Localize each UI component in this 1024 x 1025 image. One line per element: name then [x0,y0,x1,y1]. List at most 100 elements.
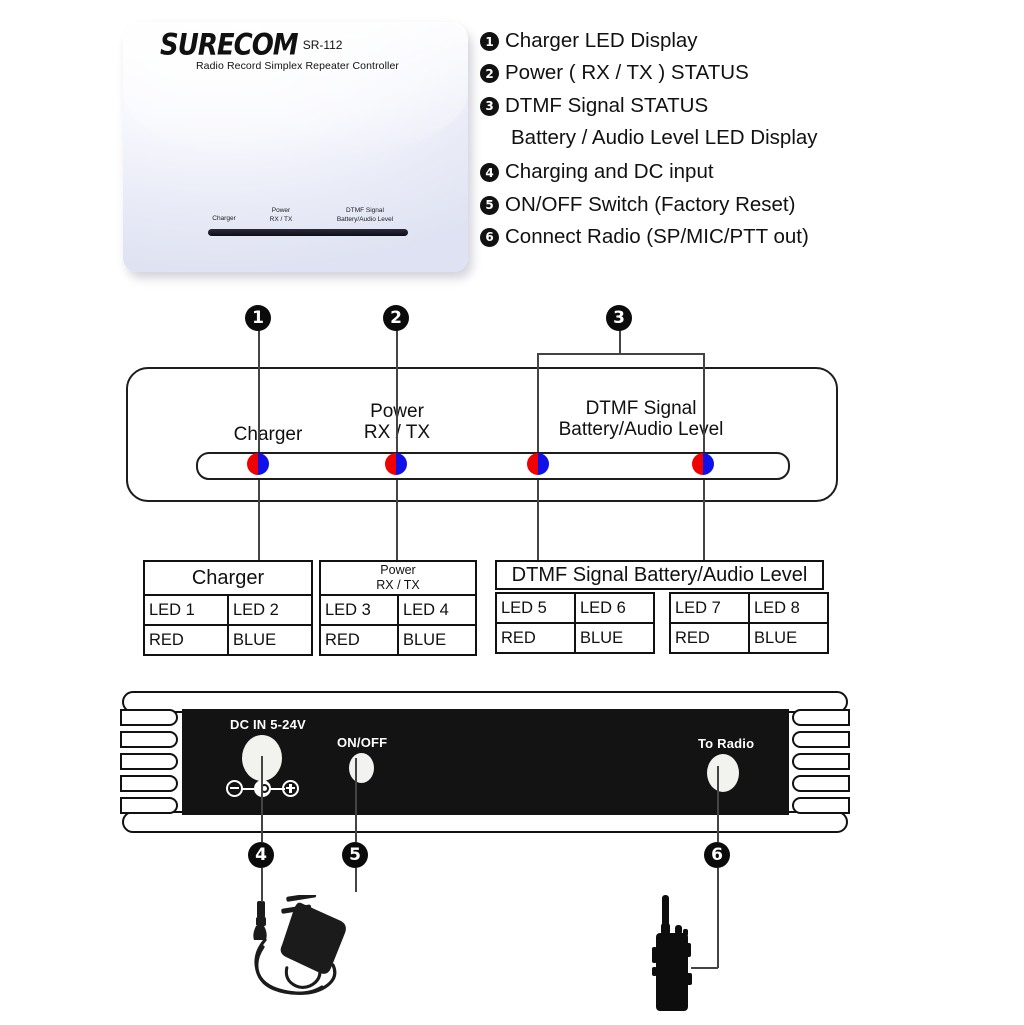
leader-line-6-radio [691,967,718,969]
legend-item-5: 5 ON/OFF Switch (Factory Reset) [480,190,900,220]
charger-table-header: Charger [143,560,313,596]
power-color-3-cell: RED [319,624,399,656]
table-row: LED 1 LED 2 [143,594,313,626]
fin-right-3 [792,753,850,770]
callout-marker-5: 5 [342,842,368,868]
callout-marker-6: 6 [704,842,730,868]
table-charger: Charger LED 1 LED 2 RED BLUE [143,560,313,656]
legend-item-2: 2 Power ( RX / TX ) STATUS [480,58,900,88]
legend-bullet-4-icon: 4 [480,163,499,183]
legend-text-3: DTMF Signal STATUS [505,93,709,117]
table-row: RED BLUE [669,622,829,654]
charger-color-2-cell: BLUE [227,624,313,656]
photo-label-power: Power RX / TX [256,207,306,225]
panel-label-dtmf: DTMF Signal Battery/Audio Level [527,398,755,441]
fin-left-4 [120,775,178,792]
handheld-radio-svg [652,895,692,1011]
legend-bullet-2-icon: 2 [480,64,499,84]
rear-panel-face [182,709,789,815]
leader-line-2 [396,328,398,560]
fin-left-3 [120,753,178,770]
heatsink-fins-left [120,709,186,815]
panel-label-dtmf-line2: Battery/Audio Level [558,419,724,441]
to-radio-label: To Radio [698,736,755,751]
dtmf-color-6-cell: BLUE [574,622,655,654]
fin-left-1 [120,709,178,726]
bracket-top-3 [537,353,704,355]
table-power: Power RX / TX LED 3 LED 4 RED BLUE [319,560,477,656]
model-number: SR-112 [302,38,343,52]
fin-right-5 [792,797,850,814]
charger-led-1-cell: LED 1 [143,594,229,626]
leader-line-5-upper [355,758,357,842]
photo-label-dtmf: DTMF Signal Battery/Audio Level [310,207,420,225]
panel-label-charger: Charger [233,424,303,445]
front-panel-led-2 [385,453,407,475]
callout-marker-4: 4 [248,842,274,868]
photo-led-bar [208,229,408,236]
table-row: RED BLUE [495,622,655,654]
dtmf-led-6-cell: LED 6 [574,592,655,624]
leader-line-4-upper [261,756,263,842]
led-strip [196,452,790,480]
legend-item-4: 4 Charging and DC input [480,157,900,187]
rear-panel: DC IN 5-24V ON/OFF To Radio [120,691,850,833]
table-row: Charger [143,560,313,596]
onoff-switch[interactable] [349,753,374,783]
table-dtmf-group-b: LED 7 LED 8 RED BLUE [669,592,829,654]
legend-item-6: 6 Connect Radio (SP/MIC/PTT out) [480,222,900,252]
table-dtmf-group-a: LED 5 LED 6 RED BLUE [495,592,655,654]
legend-item-3: 3 DTMF Signal STATUS [480,91,900,121]
panel-label-dtmf-line1: DTMF Signal [585,398,697,419]
dtmf-color-7-cell: RED [669,622,750,654]
power-adapter-svg [253,892,346,995]
table-row: Power RX / TX [319,560,477,596]
power-table-header-line2: RX / TX [376,578,420,592]
dtmf-led-7-cell: LED 7 [669,592,750,624]
fin-right-2 [792,731,850,748]
legend-text-5: ON/OFF Switch (Factory Reset) [505,192,796,216]
photo-label-power-line2: RX / TX [269,215,293,223]
photo-label-dtmf-line1: DTMF Signal [346,207,384,214]
dtmf-led-8-cell: LED 8 [748,592,829,624]
front-panel-led-3 [527,453,549,475]
leader-line-4-lower [261,868,263,902]
power-color-4-cell: BLUE [397,624,477,656]
leader-line-5-lower [355,868,357,892]
legend-bullet-1-icon: 1 [480,32,499,51]
legend-list: 1 Charger LED Display 2 Power ( RX / TX … [480,26,900,254]
fin-left-5 [120,797,178,814]
dtmf-table-header: DTMF Signal Battery/Audio Level [495,560,824,590]
legend-text-6: Connect Radio (SP/MIC/PTT out) [505,224,809,248]
photo-label-power-line1: Power [271,207,291,214]
to-radio-jack[interactable] [707,754,739,792]
polarity-minus-icon [226,780,243,797]
charger-led-2-cell: LED 2 [227,594,313,626]
table-row: RED BLUE [143,624,313,656]
charger-color-1-cell: RED [143,624,229,656]
dtmf-color-5-cell: RED [495,622,576,654]
legend-text-1: Charger LED Display [505,29,698,52]
power-led-4-cell: LED 4 [397,594,477,626]
legend-bullet-3-icon: 3 [480,96,499,116]
leader-line-6-upper [717,766,719,842]
photo-label-dtmf-line2: Battery/Audio Level [336,215,394,223]
polarity-bar-left [242,788,257,791]
legend-item-1: 1 Charger LED Display [480,26,900,56]
table-row: RED BLUE [319,624,477,656]
legend-text-4: Charging and DC input [505,160,714,184]
power-adapter-image [243,892,368,1020]
legend-text-2: Power ( RX / TX ) STATUS [505,61,749,85]
device-subtitle: Radio Record Simplex Repeater Controller [196,60,400,72]
handheld-radio-image [650,895,705,1015]
power-led-3-cell: LED 3 [319,594,399,626]
callout-marker-1: 1 [245,305,271,331]
dtmf-table-b: LED 7 LED 8 RED BLUE [669,592,829,654]
front-panel-led-4 [692,453,714,475]
table-row: LED 7 LED 8 [669,592,829,624]
heatsink-fins-right [784,709,850,815]
dtmf-table-a: LED 5 LED 6 RED BLUE [495,592,655,654]
charger-table: Charger LED 1 LED 2 RED BLUE [143,560,313,656]
